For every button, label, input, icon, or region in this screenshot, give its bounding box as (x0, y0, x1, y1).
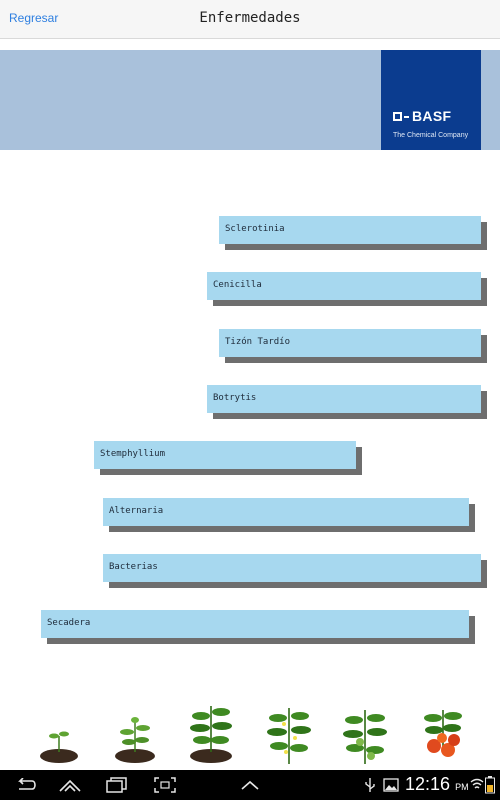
system-navigation-bar: 12:16 PM (0, 770, 500, 800)
page-title: Enfermedades (199, 10, 301, 26)
disease-button-bacterias[interactable]: Bacterias (103, 554, 481, 582)
disease-label: Secadera (47, 618, 91, 628)
logo-dash-icon (404, 116, 409, 118)
top-navbar: Regresar Enfermedades (0, 0, 500, 39)
logo-square-icon (393, 112, 402, 121)
clock-time: 12:16 (405, 774, 451, 794)
back-button[interactable]: Regresar (9, 11, 59, 25)
disease-button-secadera[interactable]: Secadera (41, 610, 469, 638)
wifi-icon (470, 778, 484, 789)
logo-name: BASF (412, 108, 452, 124)
clock-ampm: PM (455, 782, 469, 792)
flowering-plant-icon (267, 708, 311, 764)
disease-label: Sclerotinia (225, 224, 285, 234)
disease-label: Cenicilla (213, 280, 262, 290)
chevron-up-icon[interactable] (240, 779, 260, 791)
status-clock: 12:16 PM (405, 774, 469, 795)
image-notification-icon (383, 778, 399, 792)
disease-button-alternaria[interactable]: Alternaria (103, 498, 469, 526)
disease-button-sclerotinia[interactable]: Sclerotinia (219, 216, 481, 244)
disease-label: Alternaria (109, 506, 164, 516)
back-nav-icon[interactable] (14, 778, 36, 792)
battery-icon (485, 776, 495, 794)
young-plant-icon (115, 717, 155, 763)
usb-icon (365, 778, 375, 792)
home-nav-icon[interactable] (58, 778, 82, 792)
recent-apps-icon[interactable] (106, 777, 128, 793)
disease-button-cenicilla[interactable]: Cenicilla (207, 272, 481, 300)
disease-button-botrytis[interactable]: Botrytis (207, 385, 481, 413)
seedling-icon (40, 731, 78, 763)
disease-label: Bacterias (109, 562, 158, 572)
disease-label: Tizón Tardío (225, 337, 291, 347)
fruiting-plant-icon (343, 710, 387, 764)
screenshot-icon[interactable] (154, 777, 176, 793)
basf-logo: BASF The Chemical Company (381, 50, 481, 150)
disease-button-tizon-tardio[interactable]: Tizón Tardío (219, 329, 481, 357)
disease-label: Stemphyllium (100, 449, 166, 459)
tomato-icon (424, 710, 462, 757)
header-banner: BASF The Chemical Company (0, 50, 500, 150)
disease-button-stemphyllium[interactable]: Stemphyllium (94, 441, 356, 469)
disease-label: Botrytis (213, 393, 257, 403)
logo-tagline: The Chemical Company (393, 132, 469, 139)
plant-icon (190, 706, 232, 763)
